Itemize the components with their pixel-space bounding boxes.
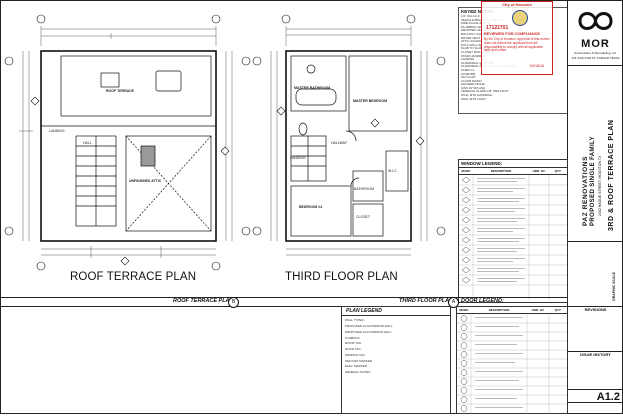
roof-room-terrace: ROOF TERRACE: [106, 89, 134, 93]
keyed-note: CLOSET ROD & SHELF: [461, 49, 494, 54]
plan-title-bar: ROOF TERRACE PLAN B THIRD FLOOR PLAN A D…: [1, 297, 567, 308]
sheet-description: 3RD & ROOF TERRACE PLAN: [608, 119, 615, 231]
keyed-note: PLUMBING WALL: [461, 24, 486, 29]
keyed-note: LANDING: [461, 57, 475, 62]
keyed-note: FLOOR DRAIN: [461, 78, 482, 83]
roof-room-attic: UNFINISHED ATTIC: [129, 179, 162, 183]
window-legend: WINDOW LEGEND: MARK DESCRIPTION HDR. HT.…: [458, 159, 568, 303]
roof-bar-marker: B: [228, 297, 239, 308]
keyed-note: BALCONY CANOPY: [461, 31, 489, 36]
door-legend-header: MARK DESCRIPTION HDR. HT. QTY.: [457, 307, 567, 314]
revisions-title: REVISIONS: [584, 307, 607, 312]
city-seal-icon: [512, 10, 528, 26]
third-room-master-bed: MASTER BEDROOM: [353, 99, 388, 103]
third-room-bathroom: BATHROOM: [354, 187, 374, 191]
keyed-note: FIRE PLACE & FLUE: [461, 21, 490, 26]
keyed-note: HALF WALL W/ CAP: [461, 42, 489, 47]
keyed-notes-title: KEYED NOTES:: [461, 9, 495, 14]
third-room-bedroom4: BEDROOM #4: [299, 205, 323, 209]
plan-legend-item: PROPOSED 2x4 EXTERIOR WALL: [345, 323, 393, 328]
keyed-note: 1/2" DIA A.F.F.: [461, 14, 481, 18]
third-room-wic: W.I.C.: [388, 169, 398, 173]
plan-legend: PLAN LEGEND WALL TYPES:PROPOSED 2x4 EXTE…: [341, 306, 451, 414]
third-room-master-bath: MASTER BATHROOM: [294, 86, 331, 90]
window-legend-title: WINDOW LEGEND:: [459, 160, 567, 168]
plan-legend-title: PLAN LEGEND: [342, 307, 450, 316]
notes-area: [1, 305, 341, 413]
stamp-header: City of Houston: [502, 2, 532, 7]
third-floor-plan-drawing: [252, 14, 446, 256]
plan-legend-item: GENERAL NOTES: [345, 370, 371, 375]
issue-history: ISSUE HISTORY: [580, 352, 611, 357]
stamp-body: By the City of Houston. Approval of this…: [484, 37, 550, 53]
logo-address: 222 JUAN FOR ST. CORGLID TEXAS: [571, 56, 620, 60]
keyed-note: TERRACE SLOPE 1/8" PER FOOT: [461, 89, 509, 94]
plan-legend-item: PROPOSED 2x4 INTERIOR WALL: [345, 329, 392, 334]
roof-terrace-plan-drawing: [4, 14, 251, 271]
keyed-note: STAIR HANDRAIL: [461, 53, 486, 58]
door-legend-rows: [457, 314, 567, 414]
keyed-note: ATTIC ACCESS: [461, 39, 483, 44]
third-plan-title: THIRD FLOOR PLAN: [285, 271, 398, 283]
sheet-number: A1.2: [568, 389, 623, 403]
city-approval-stamp: City of Houston 17122701 REVIEWED FOR CO…: [481, 1, 553, 75]
keyed-note: SHOWER NICHE: [461, 82, 485, 87]
keyed-note: SKYLIGHT: [461, 75, 476, 80]
stamp-reviewed: REVIEWED FOR COMPLIANCE: [484, 32, 540, 36]
keyed-note: WALL MTD HANDRAIL: [461, 93, 493, 98]
third-bar-title: THIRD FLOOR PLAN: [399, 298, 454, 304]
project-line-1: PAZ RENOVATIONS: [582, 155, 589, 226]
permit-number: 17122701: [486, 25, 509, 31]
roof-room-hall: HALL: [83, 141, 92, 145]
title-block: MOR Construction & Remodeling, Inc. 222 …: [567, 1, 623, 413]
logo-infinity-icon: [578, 12, 613, 30]
logo-sub: Construction & Remodeling, Inc.: [573, 51, 618, 55]
window-legend-header: MARK DESCRIPTION HDR. HT. QTY.: [459, 168, 567, 175]
project-line-3: 2402 HAGUE STREET, HOUSTON TX: [598, 155, 602, 216]
keyed-note: WALL MTD LIGHT: [461, 96, 486, 101]
plan-legend-item: SYMBOLS: [345, 335, 360, 340]
roof-room-landing: LANDING: [49, 129, 65, 133]
graphic-scale: GRAPHIC SCALE: [612, 272, 616, 301]
plan-legend-item: SECTION MARKER: [345, 358, 373, 363]
plan-legend-item: WALL TYPES:: [345, 318, 365, 323]
plan-legend-item: DOOR TAG: [345, 347, 361, 352]
project-line-2: PROPOSED SINGLE FAMILY: [590, 136, 596, 226]
door-legend: MARK DESCRIPTION HDR. HT. QTY.: [456, 306, 568, 414]
roof-bar-title: ROOF TERRACE PLAN: [173, 298, 234, 304]
third-room-landing: LANDING: [290, 156, 306, 160]
keyed-note: SINK W/ SPLASH: [461, 85, 486, 90]
logo-text: MOR: [581, 38, 610, 50]
plan-legend-item: ELEV. MARKER: [345, 364, 367, 369]
keyed-note: SLAB TO SLAB OPENING: [461, 46, 497, 51]
window-legend-rows: [459, 175, 567, 300]
keyed-note: GUARDRAIL @ 36" MIN: [461, 60, 494, 65]
plan-legend-item: WINDOW TAG: [345, 352, 365, 357]
third-room-closet: CLOSET: [356, 215, 371, 219]
third-bar-marker: A: [448, 297, 459, 308]
door-legend-title: DOOR LEGEND:: [461, 298, 504, 304]
stamp-date: 04/18/18: [530, 64, 544, 68]
plan-legend-item: ROOM TAG: [345, 341, 362, 346]
keyed-note: HOSE BIB: [461, 71, 476, 76]
third-room-hallway: HALLWAY: [331, 141, 348, 145]
roof-plan-title: ROOF TERRACE PLAN: [70, 271, 197, 283]
keyed-note: DROPPED CEILING: [461, 28, 489, 33]
keyed-note: DRYER VENT: [461, 35, 481, 40]
keyed-note: LINEN CL: [461, 67, 475, 72]
